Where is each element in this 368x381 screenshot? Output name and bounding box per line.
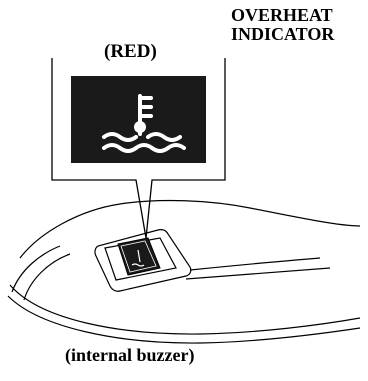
- dashboard-outline: [7, 199, 361, 344]
- indicator-title: OVERHEAT INDICATOR: [231, 6, 334, 44]
- indicator-color-label: (RED): [104, 41, 157, 62]
- indicator-title-line2: INDICATOR: [231, 24, 335, 44]
- buzzer-label: (internal buzzer): [65, 345, 195, 365]
- indicator-title-line1: OVERHEAT: [231, 5, 333, 25]
- dash-coolant-icon: [131, 249, 145, 267]
- dash-indicator-window: [117, 237, 161, 276]
- coolant-temperature-icon: [102, 94, 186, 153]
